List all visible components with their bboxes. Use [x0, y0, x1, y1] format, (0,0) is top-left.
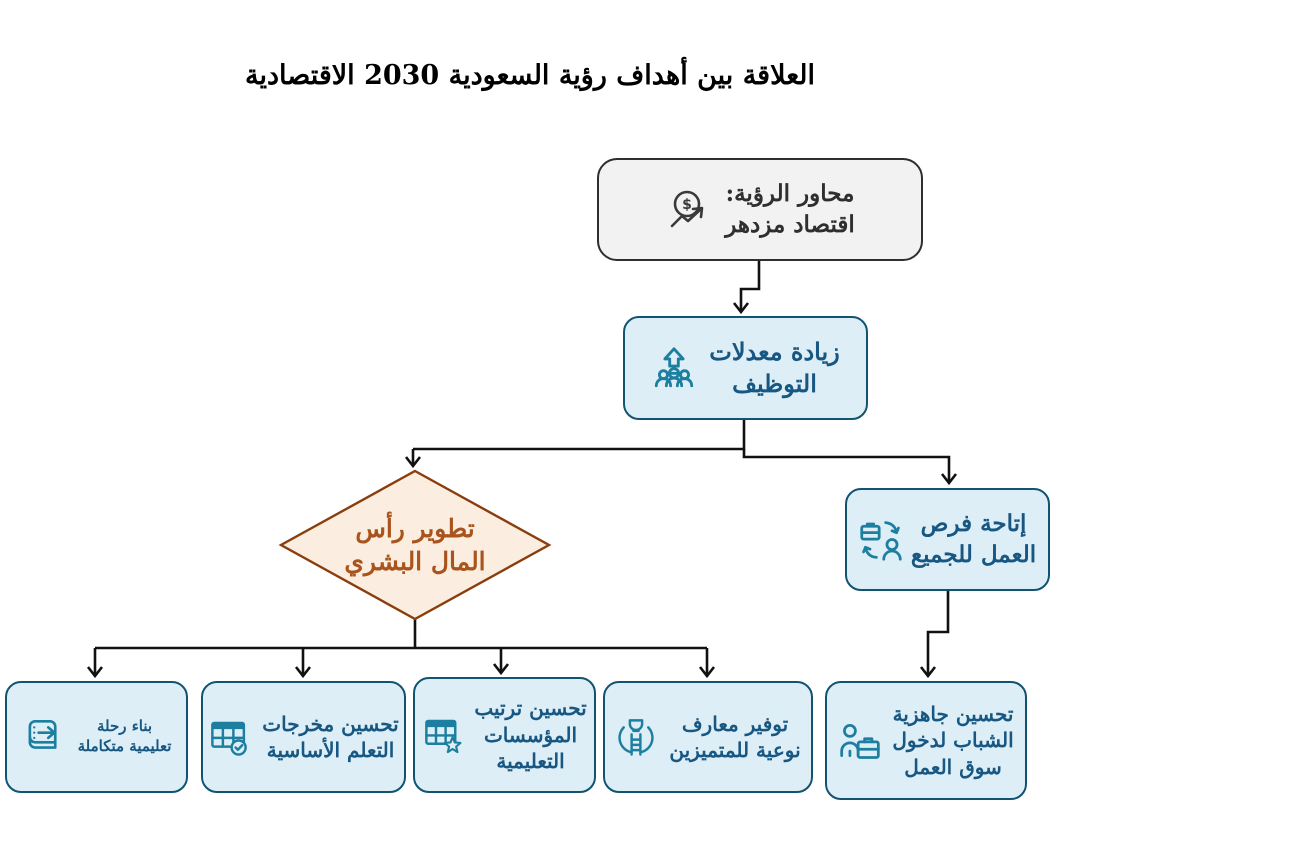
node-employment-rates: زيادة معدلات التوظيف	[623, 316, 868, 420]
book-arrow-icon	[22, 716, 64, 758]
table-star-icon	[422, 714, 464, 756]
node-label: بناء رحلة تعليمية متكاملة	[77, 717, 172, 755]
node-label: تحسين جاهزية الشباب لدخول سوق العمل	[892, 701, 1014, 779]
node-youth-readiness: تحسين جاهزية الشباب لدخول سوق العمل	[825, 681, 1027, 800]
node-label: زيادة معدلات التوظيف	[709, 337, 840, 398]
node-label: إتاحة فرص العمل للجميع	[910, 510, 1037, 568]
table-check-icon	[208, 716, 250, 758]
ladder-trophy-icon	[615, 716, 657, 758]
node-human-capital: تطوير رأس المال البشري	[278, 468, 552, 622]
node-institution-ranking: تحسين ترتيب المؤسسات التعليمية	[413, 677, 596, 793]
diagram-title: العلاقة بين أهداف رؤية السعودية 2030 الا…	[245, 60, 815, 91]
node-learning-journey: بناء رحلة تعليمية متكاملة	[5, 681, 188, 793]
node-label: تحسين مخرجات التعلم الأساسية	[262, 711, 399, 762]
node-label: محاور الرؤية: اقتصاد مزدهر	[725, 180, 855, 238]
node-label: تطوير رأس المال البشري	[344, 514, 486, 576]
node-job-opportunities: إتاحة فرص العمل للجميع	[845, 488, 1050, 591]
node-label: توفير معارف نوعية للمتميزين	[669, 711, 801, 762]
node-learning-outcomes: تحسين مخرجات التعلم الأساسية	[201, 681, 406, 793]
person-briefcase-icon	[838, 719, 882, 763]
people-growth-icon	[651, 345, 697, 391]
node-quality-knowledge: توفير معارف نوعية للمتميزين	[603, 681, 813, 793]
dollar-growth-icon: $	[665, 186, 713, 234]
node-label: تحسين ترتيب المؤسسات التعليمية	[474, 696, 587, 774]
briefcase-person-cycle-icon	[859, 518, 903, 562]
node-vision-pillar: محاور الرؤية: اقتصاد مزدهر $	[597, 158, 923, 261]
diamond-shape	[278, 469, 552, 621]
svg-text:$: $	[682, 197, 692, 213]
